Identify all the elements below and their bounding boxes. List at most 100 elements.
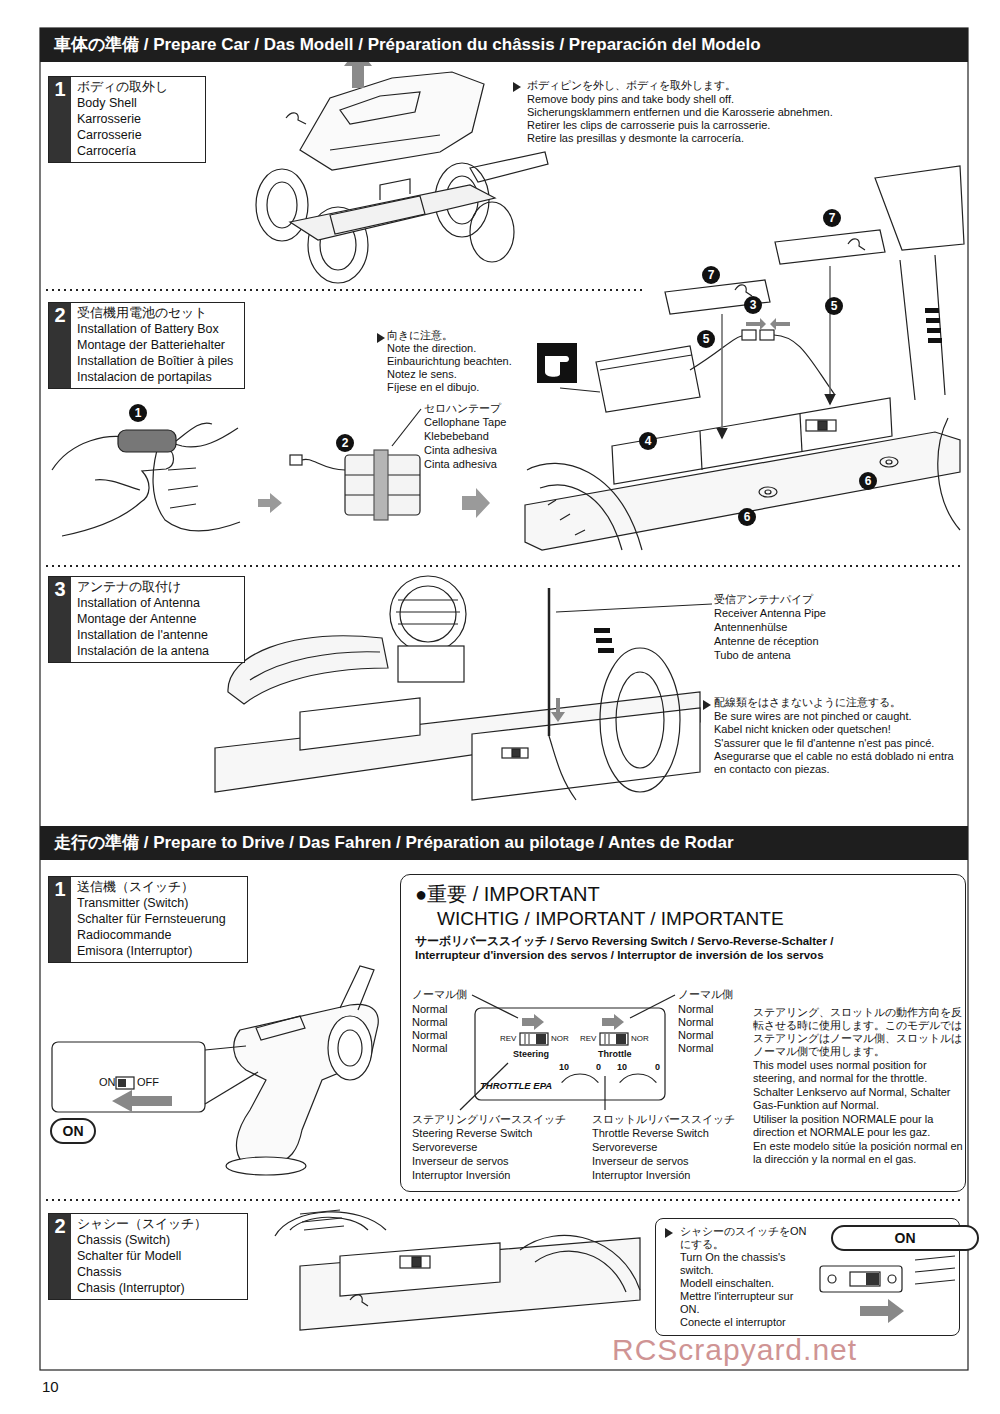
note-text: Cinta adhesiva [424, 444, 497, 457]
note-text: Retirer les clips de carrosserie puis la… [527, 119, 770, 132]
note-text: Interruptor Inversión [412, 1169, 510, 1182]
callout-number: 7 [823, 209, 841, 227]
note-text: Notez le sens. [387, 368, 457, 381]
section-title: 車体の準備 / Prepare Car / Das Modell / Prépa… [54, 28, 968, 62]
switch-label: NOR [631, 1034, 649, 1044]
step-title: アンテナの取付け [77, 579, 181, 595]
on-badge: ON [50, 1118, 96, 1144]
step-box: 3 アンテナの取付けInstallation of AntennaMontage … [48, 576, 245, 663]
section-title: 走行の準備 / Prepare to Drive / Das Fahren / … [54, 826, 968, 860]
note-text: Conecte el interruptor [680, 1316, 810, 1329]
step-title: Montage der Antenne [77, 611, 197, 627]
callout-number: 4 [639, 432, 657, 450]
note-text: Modell einschalten. [680, 1277, 810, 1290]
important-heading: ●重要 / IMPORTANT [415, 881, 951, 907]
dial-number: 0 [655, 1062, 660, 1073]
callout-number: 6 [859, 472, 877, 490]
note-text: Inverseur de servos [592, 1155, 689, 1168]
step-title: シャシー（スイッチ） [77, 1216, 207, 1232]
note-text: Klebebeband [424, 430, 489, 443]
step-title: Carrocería [77, 143, 136, 159]
switch-label: NOR [551, 1034, 569, 1044]
watermark: RCScrapyard.net [612, 1333, 857, 1367]
note-text: Interruptor Inversión [592, 1169, 690, 1182]
step-title: Installation of Antenna [77, 595, 200, 611]
step-box: 1送信機（スイッチ）Transmitter (Switch)Schalter f… [48, 876, 248, 963]
switch-label: REV [580, 1034, 596, 1044]
note-text: Receiver Antenna Pipe [714, 607, 826, 620]
note-text: Cinta adhesiva [424, 458, 497, 471]
note-text: Normal [412, 1003, 447, 1016]
note-text: Fíjese en el dibujo. [387, 381, 479, 394]
step-title: Karrosserie [77, 111, 141, 127]
callout-number: 7 [702, 266, 720, 284]
callout-number: 2 [336, 434, 354, 452]
note-text: Einbaurichtung beachten. [387, 355, 512, 368]
note-text: Kabel nicht knicken oder quetschen! [714, 723, 891, 736]
note-text: Antennenhülse [714, 621, 787, 634]
step-title: Carrosserie [77, 127, 142, 143]
note-text: Be sure wires are not pinched or caught. [714, 710, 912, 723]
step-title: Chassis (Switch) [77, 1232, 170, 1248]
step-title: Emisora (Interruptor) [77, 943, 192, 959]
callout-number: 3 [744, 296, 762, 314]
switch-label: Steering [513, 1049, 549, 1060]
note-text: Throttle Reverse Switch [592, 1127, 709, 1140]
panel-label: THROTTLE EPA [480, 1080, 552, 1091]
callout-number: 1 [129, 404, 147, 422]
note-text: Normal [412, 1016, 447, 1029]
step-title: Montage der Batteriehalter [77, 337, 225, 353]
callout-number: 5 [697, 330, 715, 348]
note-text: Normal [678, 1042, 713, 1055]
step-title: Chassis [77, 1264, 121, 1280]
note-text: 向きに注意。 [387, 329, 453, 342]
note-text: Schalter Lenkservo auf Normal, Schalter … [753, 1086, 963, 1112]
step-number: 3 [49, 577, 71, 662]
note-text: Servoreverse [412, 1141, 477, 1154]
note-box: シャシーのスイッチをONにする。Turn On the chassis's sw… [655, 1218, 960, 1336]
note-text: 配線類をはさまないように注意する。 [714, 696, 901, 709]
note-text: シャシーのスイッチをONにする。 [680, 1225, 810, 1251]
step-number: 2 [49, 303, 71, 388]
step-title: Schalter für Fernsteuerung [77, 911, 226, 927]
step-box: 1 ボディの取外しBody ShellKarrosserieCarrosserie… [48, 76, 206, 163]
step-title: 送信機（スイッチ） [77, 879, 194, 895]
note-text: Normal [678, 1016, 713, 1029]
note-text: Normal [412, 1029, 447, 1042]
note-text: Antenne de réception [714, 635, 819, 648]
dial-number: 0 [596, 1062, 601, 1073]
important-subheading: サーボリバーススイッチ / Servo Reversing Switch / S… [415, 934, 885, 962]
dial-number: 10 [559, 1062, 569, 1073]
note-text: Servoreverse [592, 1141, 657, 1154]
note-text: ステアリングリバーススイッチ [412, 1113, 566, 1126]
step-number: 1 [49, 77, 71, 162]
switch-state: ON [63, 1120, 84, 1142]
note-text: En este modelo sitúe la posición normal … [753, 1140, 963, 1166]
dial-number: 10 [617, 1062, 627, 1073]
note-text: Sicherungsklammern entfernen und die Kar… [527, 106, 833, 119]
note-text: Inverseur de servos [412, 1155, 509, 1168]
step-number: 1 [49, 877, 71, 962]
note-text: Utiliser la position NORMALE pour la dir… [753, 1113, 963, 1139]
switch-state: OFF [137, 1076, 159, 1089]
note-text: This model uses normal position for stee… [753, 1059, 963, 1085]
step-title: ボディの取外し [77, 79, 168, 95]
note-text: Retire las presillas y desmonte la carro… [527, 132, 744, 145]
step-title: Instalacion de portapilas [77, 369, 212, 385]
callout-number: 6 [738, 508, 756, 526]
step-title: Installation de Boîtier à piles [77, 353, 233, 369]
note-text: Mettre l'interrupteur sur ON. [680, 1290, 810, 1316]
on-badge: ON [831, 1225, 979, 1251]
step-title: Body Shell [77, 95, 137, 111]
note-text: ボディピンを外し、ボディを取外します。 [527, 79, 736, 92]
important-heading: WICHTIG / IMPORTANT / IMPORTANTE [415, 907, 951, 931]
note-text: Steering Reverse Switch [412, 1127, 532, 1140]
switch-state: ON [840, 1227, 970, 1249]
note-text: Normal [678, 1003, 713, 1016]
switch-label: Throttle [598, 1049, 632, 1060]
step-title: Chasis (Interruptor) [77, 1280, 185, 1296]
note-text: Tubo de antena [714, 649, 791, 662]
note-text: Note the direction. [387, 342, 476, 355]
note-text: S'assurer que le fil d'antenne n'est pas… [714, 737, 934, 750]
